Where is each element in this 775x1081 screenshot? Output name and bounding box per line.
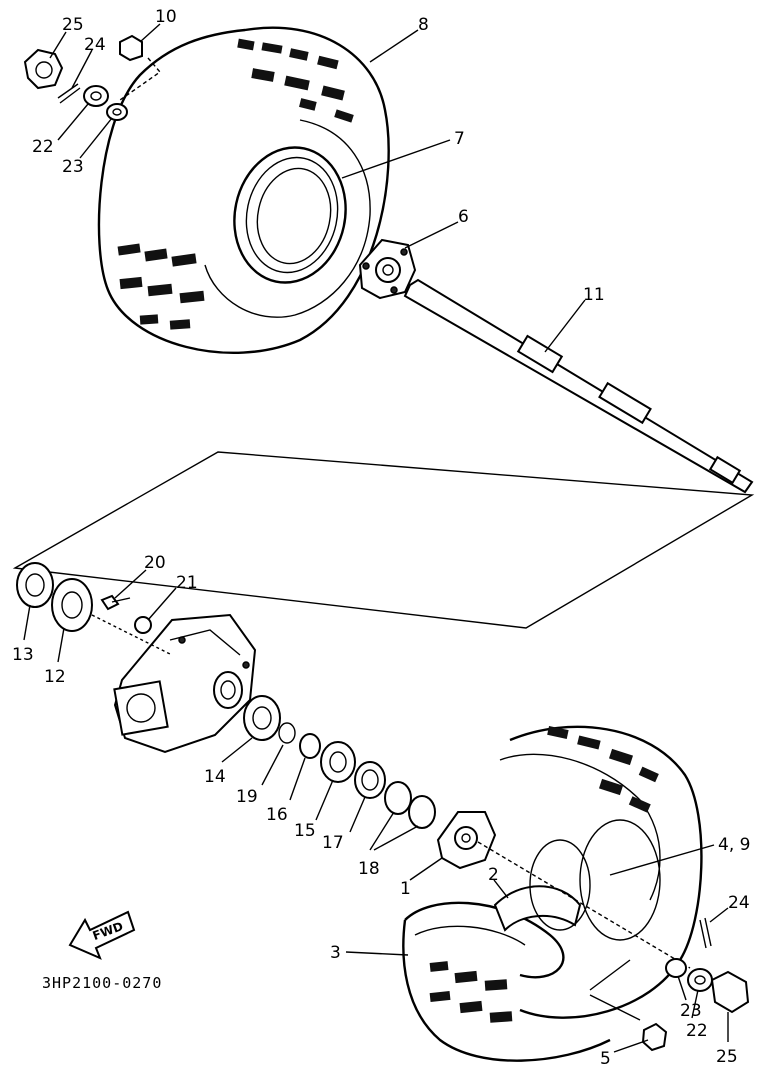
lower-hub bbox=[436, 811, 691, 969]
callout-19: 19 bbox=[236, 787, 258, 807]
callout-15: 15 bbox=[294, 821, 316, 841]
callout-24: 24 bbox=[84, 35, 106, 55]
callout-10: 10 bbox=[155, 7, 177, 27]
callout-2: 2 bbox=[488, 865, 499, 885]
callout-1: 1 bbox=[400, 879, 411, 899]
callout-20: 20 bbox=[144, 553, 166, 573]
callout-8: 8 bbox=[418, 15, 429, 35]
upper-hub bbox=[358, 238, 417, 300]
callout-22: 22 bbox=[32, 137, 54, 157]
rear-axle bbox=[403, 278, 754, 494]
drawing-code: 3HP2100-0270 bbox=[42, 974, 162, 992]
callout-24-lower: 24 bbox=[728, 893, 750, 913]
assembly-boundary bbox=[12, 451, 755, 629]
callout-6: 6 bbox=[458, 207, 469, 227]
callout-17: 17 bbox=[322, 833, 344, 853]
axle-housing bbox=[113, 613, 257, 754]
fwd-arrow-icon: FWD bbox=[68, 910, 136, 960]
callout-3: 3 bbox=[330, 943, 341, 963]
callout-25-lower: 25 bbox=[716, 1047, 738, 1067]
callout-21: 21 bbox=[176, 573, 198, 593]
callout-14: 14 bbox=[204, 767, 226, 787]
upper-small-parts bbox=[23, 34, 162, 121]
callout-23: 23 bbox=[62, 157, 84, 177]
callout-labels: 25 10 24 8 22 23 7 6 11 20 21 13 12 14 1… bbox=[12, 7, 750, 1069]
callout-11: 11 bbox=[583, 285, 605, 305]
callout-12: 12 bbox=[44, 667, 66, 687]
callout-4-9: 4, 9 bbox=[718, 835, 750, 855]
callout-22-lower: 22 bbox=[686, 1021, 708, 1041]
upper-tire bbox=[97, 26, 390, 354]
leader-lines bbox=[23, 23, 729, 1053]
callout-25: 25 bbox=[62, 15, 84, 35]
callout-13: 13 bbox=[12, 645, 34, 665]
callout-7: 7 bbox=[454, 129, 465, 149]
callout-5: 5 bbox=[600, 1049, 611, 1069]
callout-23-lower: 23 bbox=[680, 1001, 702, 1021]
bearings-seals bbox=[16, 562, 436, 829]
callout-18: 18 bbox=[358, 859, 380, 879]
lower-wheel bbox=[402, 725, 703, 1062]
callout-16: 16 bbox=[266, 805, 288, 825]
